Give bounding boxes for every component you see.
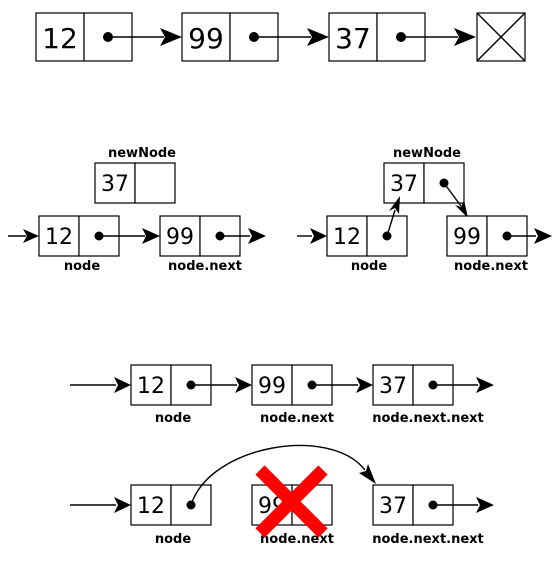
node-value: 99 <box>188 22 224 55</box>
arrow-head <box>389 196 400 214</box>
top-row-list: 12 99 37 <box>35 12 526 62</box>
node-value-cell <box>181 12 231 62</box>
arrow-head <box>455 200 468 218</box>
node-value: 12 <box>137 374 165 399</box>
node-label: node <box>64 259 100 274</box>
node-value: 12 <box>45 225 73 250</box>
node-value: 37 <box>335 22 371 55</box>
node-value: 99 <box>166 225 194 250</box>
arrow-head <box>235 377 252 393</box>
arrow-head <box>142 228 160 244</box>
node-box: 12 <box>326 215 408 257</box>
arrow-head <box>23 229 39 243</box>
bypass-arrow <box>190 444 366 506</box>
node-box: 12 <box>130 484 212 526</box>
node-value-cell <box>35 12 85 62</box>
arrow-head <box>534 228 552 244</box>
node-label: node.next <box>168 259 242 274</box>
node-value: 99 <box>453 225 481 250</box>
node-box: 12 <box>35 12 133 62</box>
node-box: 99 <box>181 12 279 62</box>
node-box: 12 <box>130 364 212 406</box>
new-node-label: newNode <box>393 146 461 161</box>
node-value-cell <box>328 12 378 62</box>
arrow-head <box>476 377 494 393</box>
node-value: 37 <box>379 494 407 519</box>
node-box: 12 <box>38 215 120 257</box>
node-value: 99 <box>258 374 286 399</box>
null-terminator <box>476 12 526 62</box>
delete-cross-icon <box>255 465 328 538</box>
arrow-head <box>248 228 266 244</box>
new-node-label: newNode <box>108 146 176 161</box>
new-node-box: 37 <box>94 162 176 204</box>
node-value: 12 <box>137 494 165 519</box>
node-label: node.next <box>260 532 334 547</box>
delete-before-panel: 12 99 37 node node.next node.next.next <box>70 364 494 426</box>
insert-before-panel: newNode 37 12 99 node node.next <box>8 146 266 274</box>
node-label: node.next <box>260 411 334 426</box>
node-label: node.next.next <box>372 411 484 426</box>
next-arrow <box>386 209 396 237</box>
node-box: 99 <box>251 364 333 406</box>
arrow-head <box>356 377 373 393</box>
arrow-head <box>359 464 376 484</box>
node-value: 37 <box>101 172 129 197</box>
node-value: 12 <box>42 22 78 55</box>
node-box: 37 <box>372 484 454 526</box>
node-label: node.next.next <box>372 532 484 547</box>
insert-after-panel: newNode 37 12 99 node node. <box>297 146 552 274</box>
node-label: node <box>155 532 191 547</box>
delete-after-panel: 12 99 37 node node.next node.next.next <box>70 444 494 547</box>
arrow-head <box>114 497 131 513</box>
arrow-head <box>310 228 327 244</box>
arrow-head <box>114 377 131 393</box>
arrow-head <box>454 28 476 46</box>
arrow-head <box>476 497 494 513</box>
new-node-box: 37 <box>383 162 465 204</box>
node-value: 37 <box>390 172 418 197</box>
node-label: node.next <box>454 259 528 274</box>
node-label: node <box>351 259 387 274</box>
arrow-head <box>160 28 182 46</box>
arrow-head <box>307 28 329 46</box>
node-value: 12 <box>333 225 361 250</box>
node-label: node <box>155 411 191 426</box>
next-arrow <box>443 182 462 207</box>
node-value: 37 <box>379 374 407 399</box>
